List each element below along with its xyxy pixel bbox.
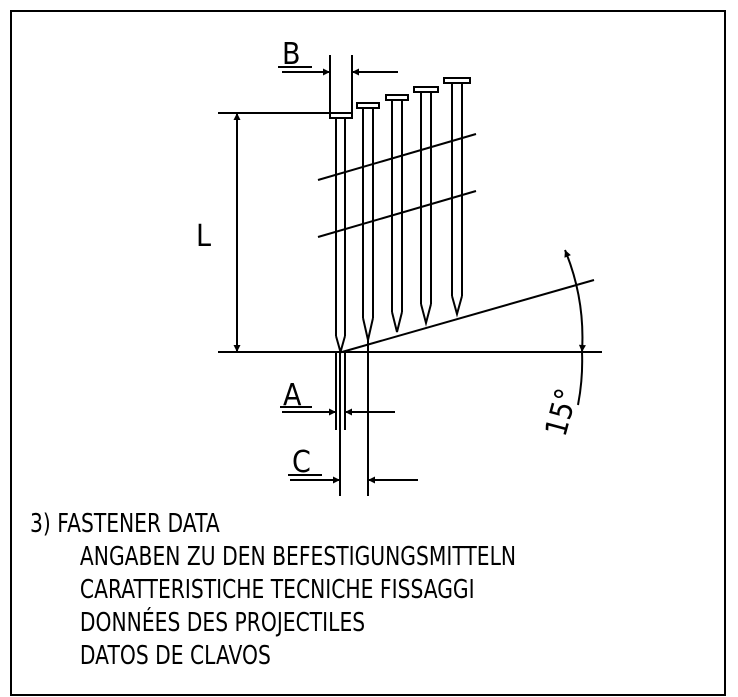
nail [356, 102, 380, 341]
caption-line-4: DONNÉES DES PROJECTILES [79, 608, 366, 638]
angle-dimension [564, 249, 586, 406]
caption-line-5: DATOS DE CLAVOS [79, 641, 271, 671]
nail [413, 86, 439, 327]
caption-line-1: 3) FASTENER DATA [30, 508, 516, 541]
label-l: L [196, 219, 211, 254]
dimension-b [278, 55, 398, 113]
dimension-a [280, 352, 395, 430]
caption-block: 3) FASTENER DATA ANGABEN ZU DEN BEFESTIG… [30, 508, 516, 673]
caption-title: FASTENER DATA [57, 509, 220, 539]
label-a: A [283, 378, 302, 413]
inclined-line [341, 279, 595, 353]
label-b: B [282, 37, 301, 72]
caption-line-3: CARATTERISTICHE TECNICHE FISSAGGI [79, 575, 475, 605]
label-angle: 15° [539, 385, 585, 440]
caption-line-2: ANGABEN ZU DEN BEFESTIGUNGSMITTELN [79, 542, 517, 572]
dimension-c [288, 340, 418, 496]
label-c: C [292, 445, 311, 480]
caption-number: 3) [30, 509, 51, 539]
dimension-l [218, 112, 330, 352]
nail [443, 77, 471, 318]
nail [385, 94, 409, 333]
